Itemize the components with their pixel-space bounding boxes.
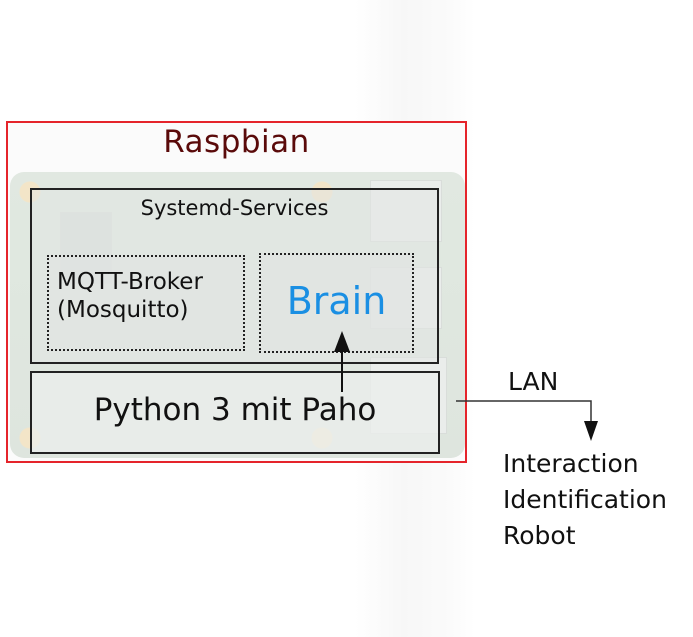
- brain-label: Brain: [286, 279, 387, 323]
- arrow-down-icon: [584, 421, 598, 441]
- arrow-up-icon: [334, 331, 350, 352]
- mqtt-broker-label: MQTT-Broker (Mosquitto): [57, 268, 203, 324]
- python-paho-label: Python 3 mit Paho: [93, 392, 377, 428]
- mqtt-broker-line1: MQTT-Broker: [57, 269, 203, 295]
- lan-label: LAN: [508, 367, 559, 396]
- mqtt-broker-box: [47, 255, 245, 351]
- target-interaction: Interaction: [503, 449, 639, 478]
- mqtt-broker-line2: (Mosquitto): [57, 297, 189, 323]
- python-paho-box: [30, 371, 440, 454]
- target-identification: Identification: [503, 485, 667, 514]
- os-title: Raspbian: [163, 124, 310, 160]
- lan-targets: Interaction Identification Robot: [503, 446, 667, 554]
- lan-line: [456, 400, 592, 428]
- target-robot: Robot: [503, 521, 576, 550]
- systemd-services-label: Systemd-Services: [140, 196, 329, 220]
